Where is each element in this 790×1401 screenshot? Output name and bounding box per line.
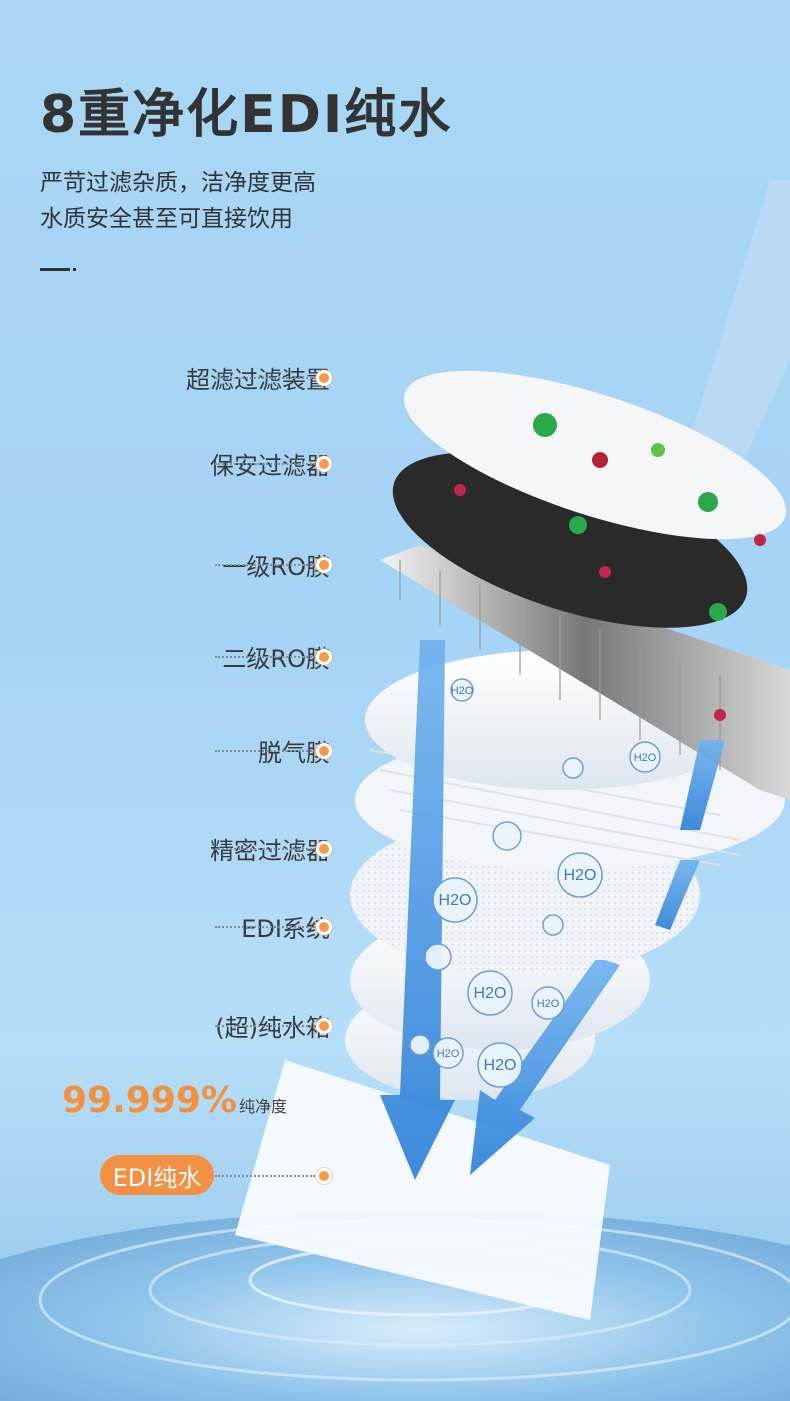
h2o-bubble-label: H2O (537, 998, 560, 1010)
layer-label-precision-filter: 精密过滤器 (210, 833, 330, 865)
divider-dash (40, 268, 70, 271)
layer-node-dot (316, 456, 332, 472)
h2o-bubble-label: H2O (564, 867, 597, 884)
layer-label-text: 一级RO膜 (222, 552, 330, 581)
page-title: 8重净化EDI纯水 (40, 85, 453, 145)
purity-unit: 纯净度 (239, 1097, 288, 1116)
layer-label-text: (超)纯水箱 (215, 1013, 330, 1042)
layer-label-text: EDI系统 (241, 914, 330, 943)
layer-label-text: 保安过滤器 (210, 451, 330, 480)
h2o-bubble-label: H2O (437, 1048, 460, 1060)
h2o-bubble-label: H2O (451, 685, 474, 697)
leader-line (215, 750, 315, 752)
layer-node-dot (316, 1018, 332, 1034)
purity-value: 99.999% (62, 1080, 237, 1121)
layer-label-text: 二级RO膜 (222, 644, 330, 673)
leader-line (215, 656, 315, 658)
layer-label-ultrafiltration: 超滤过滤装置 (186, 362, 330, 394)
layer-node-dot (316, 743, 332, 759)
leader-line (215, 564, 315, 566)
layer-label-edi-system: EDI系统 (241, 911, 330, 943)
layer-label-ro-2: 二级RO膜 (222, 641, 330, 673)
leader-line (215, 463, 315, 465)
divider-dot (73, 268, 76, 271)
layer-label-security-filter: 保安过滤器 (210, 448, 330, 480)
subtitle-line-1: 严苛过滤杂质，洁净度更高 (40, 170, 316, 196)
h2o-bubble-label: H2O (439, 892, 472, 909)
layer-label-pure-water-tank: (超)纯水箱 (215, 1010, 330, 1042)
purity-stat: 99.999% 纯净度 (62, 1080, 287, 1121)
subtitle: 严苛过滤杂质，洁净度更高 水质安全甚至可直接饮用 (40, 165, 316, 237)
layer-label-text: 精密过滤器 (210, 836, 330, 865)
leader-line (215, 848, 315, 850)
h2o-bubble-label: H2O (634, 752, 657, 764)
layer-node-dot (316, 370, 332, 386)
layer-label-ro-1: 一级RO膜 (222, 549, 330, 581)
edi-water-badge: EDI纯水 (100, 1155, 214, 1195)
output-node-dot (316, 1168, 332, 1184)
layer-node-dot (316, 919, 332, 935)
layer-node-dot (316, 649, 332, 665)
subtitle-line-2: 水质安全甚至可直接饮用 (40, 206, 293, 232)
h2o-bubble-label: H2O (474, 985, 507, 1002)
h2o-bubble-label: H2O (484, 1057, 517, 1074)
layer-node-dot (316, 841, 332, 857)
leader-line (215, 1025, 315, 1027)
layer-node-dot (316, 557, 332, 573)
layer-label-text: 超滤过滤装置 (186, 365, 330, 394)
leader-line (215, 926, 315, 928)
leader-line (215, 377, 315, 379)
leader-line (215, 1175, 315, 1177)
